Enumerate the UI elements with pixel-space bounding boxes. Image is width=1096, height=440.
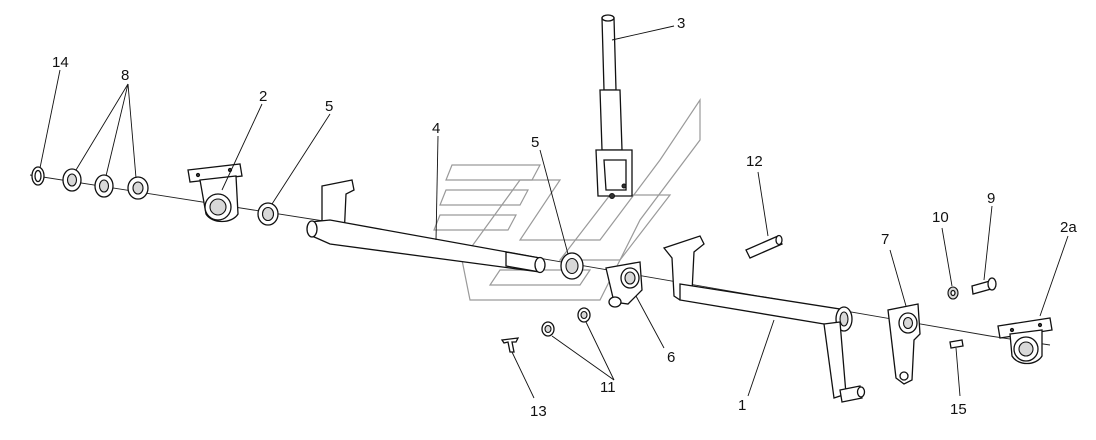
- part-7-lever: [887, 303, 921, 385]
- callout-3: 3: [677, 15, 685, 32]
- part-5-bush-left: [257, 202, 279, 226]
- part-10-nut: [947, 286, 959, 300]
- callout-11: 11: [600, 379, 616, 396]
- callout-12: 12: [746, 153, 763, 170]
- callout-2: 2: [259, 88, 267, 105]
- callout-6: 6: [667, 349, 675, 366]
- part-11-washers: [541, 307, 591, 337]
- part-3-fork-rod: [595, 14, 633, 199]
- part-8-washers: [62, 168, 149, 200]
- callout-2a: 2a: [1060, 219, 1077, 236]
- callout-5-left: 5: [325, 98, 333, 115]
- callout-14: 14: [52, 54, 69, 71]
- part-4-shaft: [306, 179, 546, 274]
- callout-4: 4: [432, 120, 440, 137]
- part-13-cotter-pin: [500, 337, 520, 353]
- part-6-lever: [605, 261, 643, 308]
- part-9-bolt: [971, 277, 997, 295]
- watermark-logo: [433, 98, 701, 301]
- callout-7: 7: [881, 231, 889, 248]
- callout-1: 1: [738, 397, 746, 414]
- part-5-bush-right: [560, 252, 584, 280]
- leader-lines: [39, 25, 1069, 399]
- callout-labels: 14 8 2 5 4 5 3 12 6 11 13 1 7 10 9 2a 15: [52, 15, 1077, 420]
- part-2-bracket: [187, 163, 243, 223]
- part-15-key: [949, 339, 964, 349]
- part-12-pin: [745, 234, 783, 259]
- callout-15: 15: [950, 401, 967, 418]
- part-1-tube: [662, 235, 866, 403]
- callout-8: 8: [121, 67, 129, 84]
- callout-9: 9: [987, 190, 995, 207]
- callout-13: 13: [530, 403, 547, 420]
- part-14-circlip: [31, 166, 45, 186]
- part-2a-bracket: [997, 317, 1053, 365]
- callout-5-right: 5: [531, 134, 539, 151]
- callout-10: 10: [932, 209, 949, 226]
